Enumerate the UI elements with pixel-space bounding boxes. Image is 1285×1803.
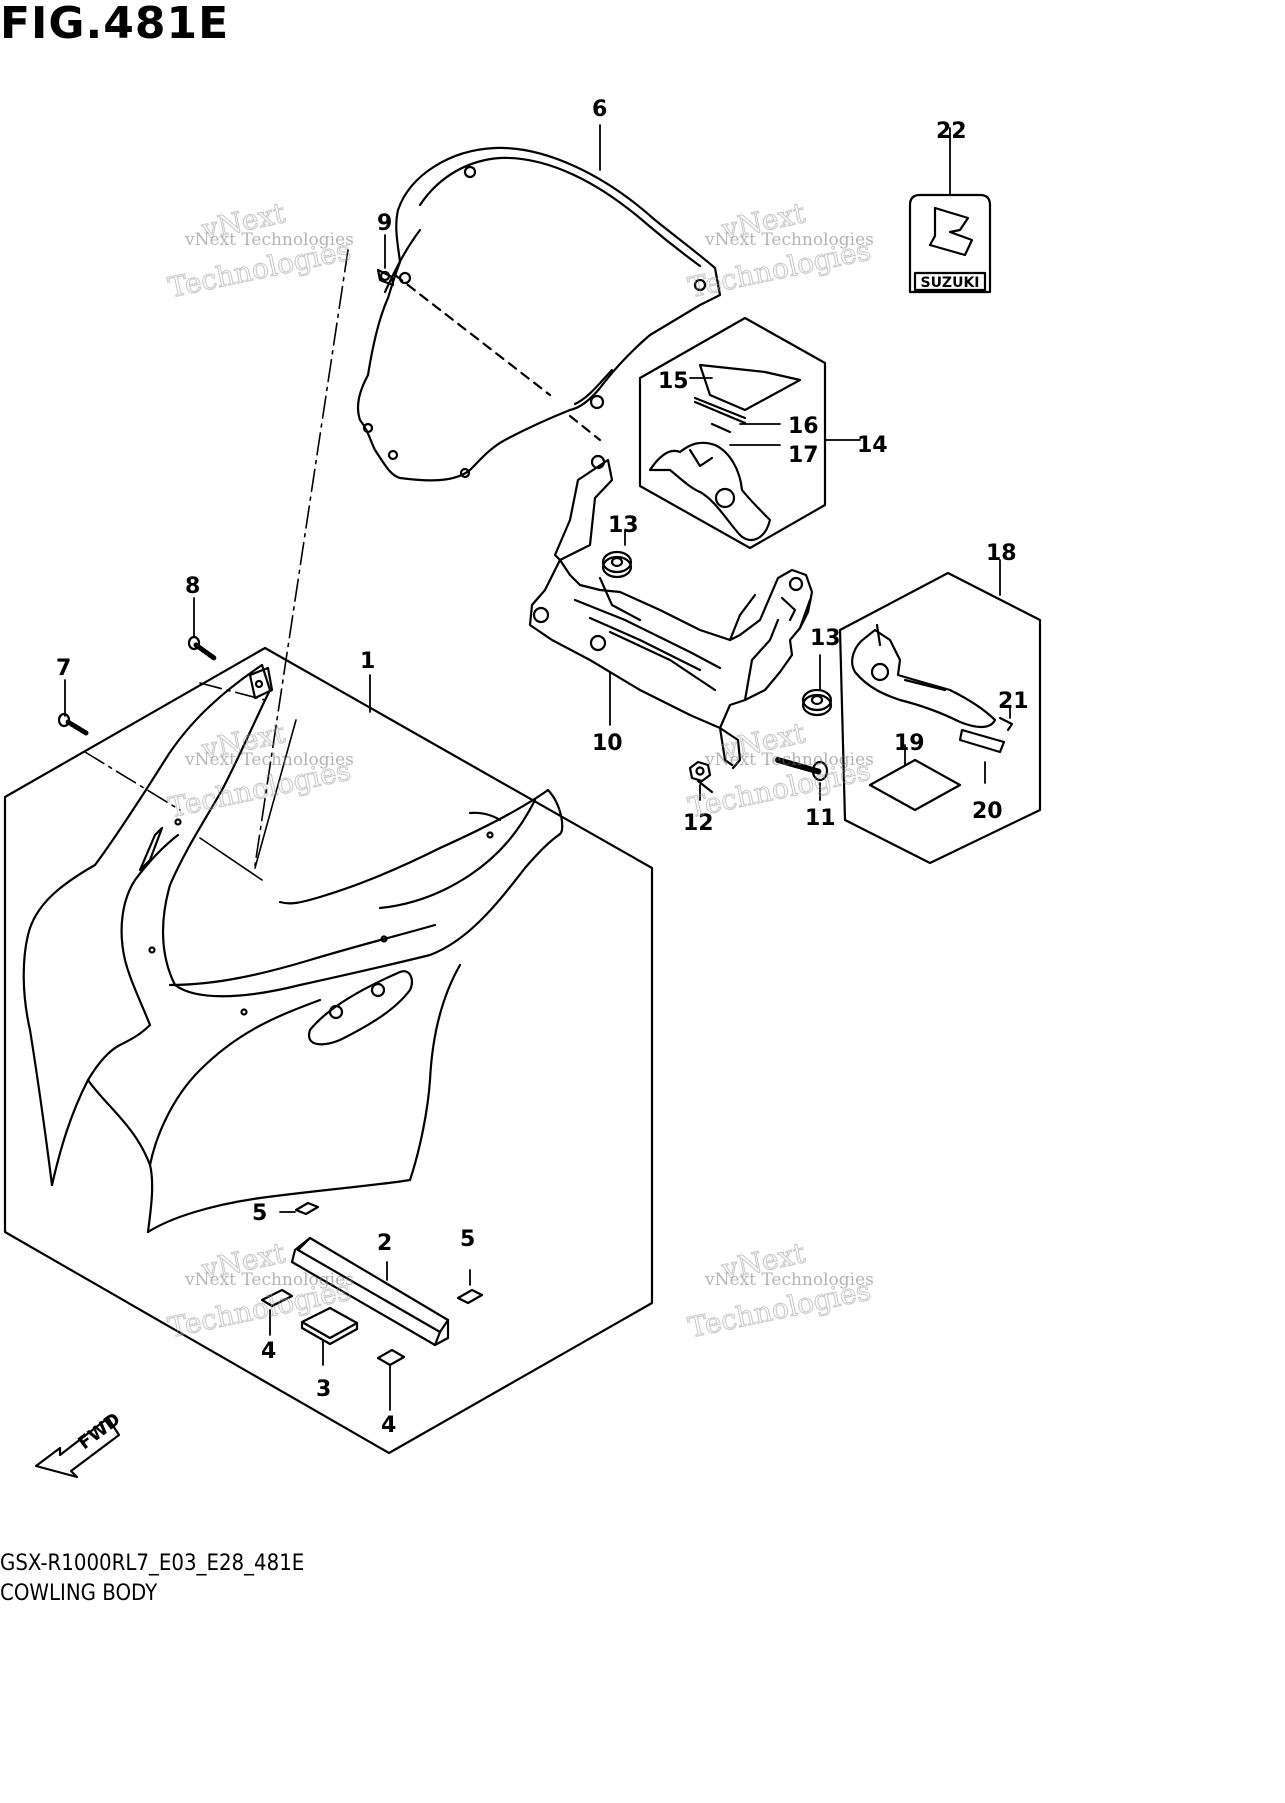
watermark-text: vNext Technologies <box>704 1270 874 1290</box>
callout-5-right: 5 <box>460 1227 475 1252</box>
callout-9: 9 <box>377 211 392 236</box>
watermark-text: vNext Technologies <box>704 230 874 250</box>
callout-14: 14 <box>857 433 888 458</box>
watermark-text: vNext Technologies <box>704 750 874 770</box>
watermark-text: vNext Technologies <box>184 230 354 250</box>
kit-14-box <box>638 316 827 550</box>
callout-17: 17 <box>788 443 819 468</box>
nut-12 <box>688 760 714 794</box>
callout-6: 6 <box>592 97 607 122</box>
callout-2: 2 <box>377 1231 392 1256</box>
bolt-8 <box>187 635 217 661</box>
cowling-body-drawing <box>22 663 564 1234</box>
kit-18-box <box>838 571 1042 865</box>
clip-5-upper <box>294 1201 320 1216</box>
watermark-text: vNext Technologies <box>184 1270 354 1290</box>
callout-12: 12 <box>683 811 714 836</box>
callout-11: 11 <box>805 806 836 831</box>
fwd-arrow-icon <box>34 1416 121 1479</box>
cowling-group-outline <box>3 646 654 1455</box>
emblem-22 <box>908 193 992 294</box>
callout-16: 16 <box>788 414 819 439</box>
callout-1: 1 <box>360 649 375 674</box>
callout-5-left: 5 <box>252 1201 267 1226</box>
windscreen-drawing <box>356 146 722 482</box>
callout-13-upper: 13 <box>608 513 639 538</box>
figure-code: GSX-R1000RL7_E03_E28_481E <box>0 1551 305 1576</box>
callout-18: 18 <box>986 541 1017 566</box>
callout-4-right: 4 <box>381 1413 396 1438</box>
grommet-13-upper <box>601 550 633 579</box>
watermark-text: vNext Technologies <box>184 750 354 770</box>
callout-22: 22 <box>936 119 967 144</box>
callout-15: 15 <box>658 369 689 394</box>
callout-10: 10 <box>592 731 623 756</box>
callout-21: 21 <box>998 689 1029 714</box>
bolt-7 <box>57 712 89 736</box>
callout-4-left: 4 <box>261 1339 276 1364</box>
callout-labels: 1 2 3 4 4 5 5 6 7 8 9 10 11 12 13 13 14 … <box>56 97 1029 1438</box>
leader-lines <box>64 124 1011 1411</box>
callout-19: 19 <box>894 731 925 756</box>
figure-title: FIG.481E <box>0 0 230 49</box>
callout-7: 7 <box>56 656 71 681</box>
callout-8: 8 <box>185 574 200 599</box>
strip-2 <box>290 1236 450 1347</box>
bolt-11 <box>775 757 829 782</box>
figure-name: COWLING BODY <box>0 1581 158 1606</box>
grommet-13-lower <box>801 688 833 717</box>
clip-5-lower <box>456 1288 484 1305</box>
callout-13-lower: 13 <box>810 626 841 651</box>
screw-9 <box>376 268 395 287</box>
callout-20: 20 <box>972 799 1003 824</box>
clip-4-left <box>260 1288 294 1308</box>
emblem-label: SUZUKI <box>920 275 979 291</box>
callout-3: 3 <box>316 1377 331 1402</box>
pad-3 <box>300 1306 359 1346</box>
bracket-drawing <box>528 454 814 770</box>
clip-4-right <box>376 1348 406 1367</box>
